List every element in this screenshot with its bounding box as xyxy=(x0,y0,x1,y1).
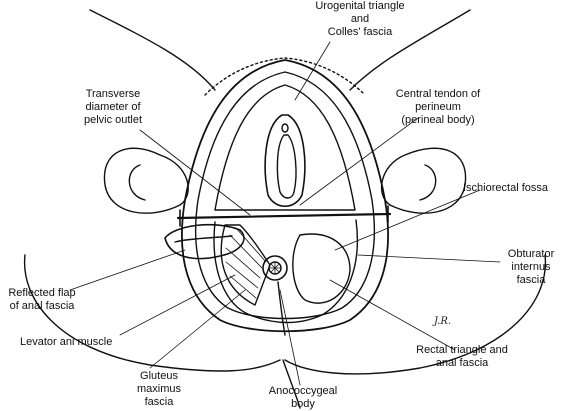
label-urogenital-triangle: Urogenital triangle and Colles' fascia xyxy=(315,0,405,38)
right-thigh-outline xyxy=(349,9,471,91)
left-tuberosity-inner xyxy=(128,164,146,201)
right-ischial-tuberosity xyxy=(380,147,467,214)
label-anococcygeal-body: Anococcygeal body xyxy=(268,385,338,410)
right-tuberosity-inner xyxy=(419,164,437,201)
clitoris xyxy=(281,123,289,133)
perineal-inner-border xyxy=(195,71,375,320)
left-buttock-outline xyxy=(23,254,281,372)
pubic-hair-line xyxy=(204,57,366,96)
left-thigh-outline xyxy=(89,9,216,91)
rectal-triangle xyxy=(213,219,359,324)
ischiorectal-fossa xyxy=(292,233,351,304)
levator-ani xyxy=(220,224,271,306)
artist-signature: J.R. xyxy=(434,316,452,327)
label-obturator-internus: Obturator internus fascia xyxy=(507,248,555,286)
right-buttock-outline xyxy=(284,254,547,375)
transverse-diameter-line xyxy=(176,212,392,220)
label-gluteus-maximus: Gluteus maximus fascia xyxy=(136,370,181,408)
urogenital-triangle xyxy=(214,84,356,211)
label-reflected-flap: Reflected flap of anal fascia xyxy=(8,287,76,312)
reflected-flap xyxy=(164,223,245,260)
label-levator-ani: Levator ani muscle xyxy=(20,336,113,348)
labia-inner xyxy=(276,134,297,199)
anus xyxy=(262,255,288,281)
levator-striations xyxy=(225,227,267,299)
label-rectal-triangle: Rectal triangle and anal fascia xyxy=(416,344,508,369)
label-central-tendon: Central tendon of perineum (perineal bod… xyxy=(395,88,481,126)
label-ischiorectal-fossa: Ischiorectal fossa xyxy=(463,182,548,194)
anococcygeal-body xyxy=(277,281,286,336)
gluteal-cleft xyxy=(282,359,301,409)
label-transverse-diameter: Transverse diameter of pelvic outlet xyxy=(83,88,143,126)
perineal-outer-border xyxy=(181,59,389,333)
leader-lines xyxy=(69,41,501,386)
anal-folds xyxy=(268,261,282,275)
reflected-flap-fold xyxy=(174,235,233,243)
labia-outer xyxy=(264,114,306,208)
